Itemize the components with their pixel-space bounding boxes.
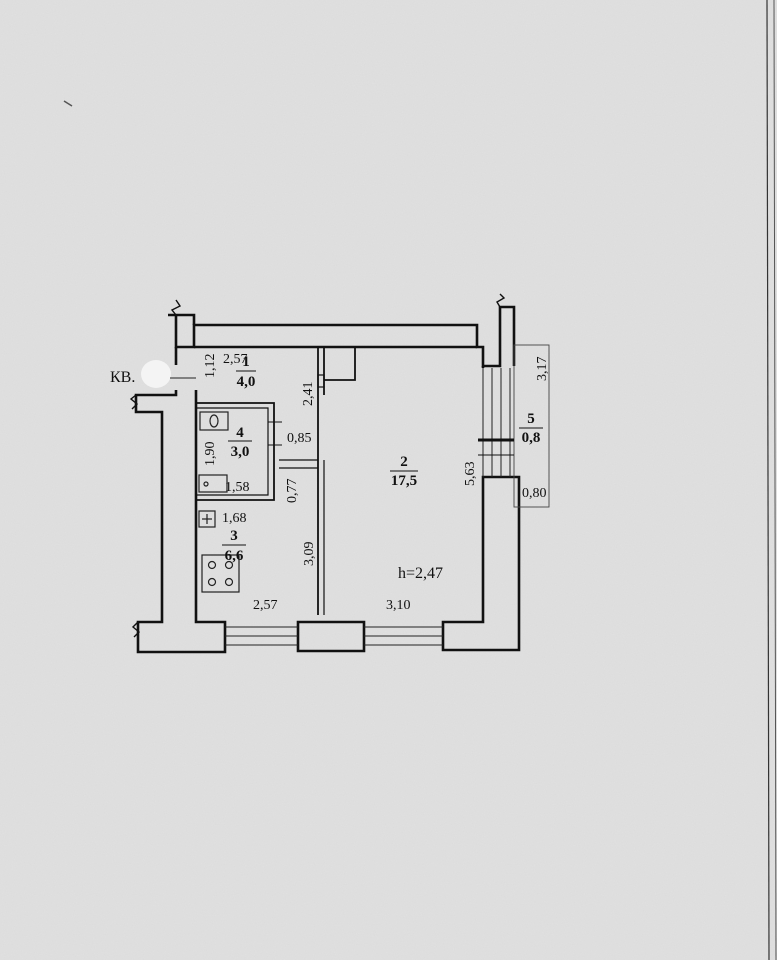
wall-break-top-left: [170, 299, 182, 316]
dim-bath-height: 1,90: [203, 442, 218, 467]
page-edge-line: [766, 0, 770, 960]
page-edge-line-right: [773, 0, 777, 960]
balcony: [478, 344, 550, 508]
dim-hall-length: 2,57: [223, 352, 248, 367]
bathroom-wall-inner: [196, 407, 269, 496]
dim-corridor-width: 0,77: [285, 479, 300, 504]
wall-break-bottom-left: [131, 621, 141, 638]
walls: [129, 293, 521, 654]
partitions: [196, 347, 356, 615]
corridor-kitchen: [279, 459, 318, 469]
balcony-outline: [513, 344, 550, 508]
apartment-label: КВ.: [110, 369, 135, 386]
dim-hall-width: 1,12: [203, 354, 218, 379]
top-wall-left-stub: [168, 313, 196, 325]
balcony-door: [482, 368, 511, 477]
wall-break-left: [129, 394, 139, 410]
ceiling-height: h=2,47: [398, 565, 443, 582]
left-wall-entrance-lower: [134, 390, 227, 654]
window-kitchen: [225, 626, 298, 646]
dim-balcony-length: 3,17: [535, 357, 550, 382]
room-1-number: 1: [242, 354, 250, 370]
room-3-area: 6,6: [225, 548, 244, 564]
dim-bath-width: 1,58: [225, 480, 250, 495]
sink-icon: [198, 510, 216, 528]
dim-kitchen-width: 2,57: [253, 598, 278, 613]
dim-room-partition-top: 2,41: [301, 382, 316, 407]
bathtub-icon: [198, 474, 228, 493]
window-room: [364, 626, 443, 646]
stove-icon: [201, 554, 240, 593]
bathroom-walls: [196, 402, 275, 501]
dim-kitchen-top: 1,68: [222, 511, 247, 526]
room-4-area: 3,0: [231, 444, 250, 460]
dim-bath-side: 0,85: [287, 431, 312, 446]
room-1-area: 4,0: [237, 374, 256, 390]
paper-speck: [63, 100, 73, 107]
room-4-number: 4: [236, 425, 244, 441]
dim-room-width: 3,10: [386, 598, 411, 613]
fixtures: [198, 411, 240, 593]
entrance-redaction: [141, 360, 171, 388]
room-3-number: 3: [230, 528, 238, 544]
dim-room-length: 5,63: [463, 462, 478, 487]
room-2-number: 2: [400, 454, 408, 470]
top-wall: [174, 305, 516, 368]
toilet-icon: [199, 411, 229, 431]
room-2-area: 17,5: [391, 473, 417, 489]
bathroom-door-ticks: [268, 421, 282, 446]
room-5-number: 5: [527, 411, 535, 427]
bottom-wall-pier: [296, 620, 366, 653]
dim-balcony-width: 0,80: [522, 486, 547, 501]
closet-post: [317, 374, 325, 388]
windows: [225, 368, 511, 646]
closet-line: [324, 347, 356, 381]
room-5-area: 0,8: [522, 430, 541, 446]
dim-kitchen-length: 3,09: [302, 542, 317, 567]
wall-break-top-right: [496, 293, 506, 308]
